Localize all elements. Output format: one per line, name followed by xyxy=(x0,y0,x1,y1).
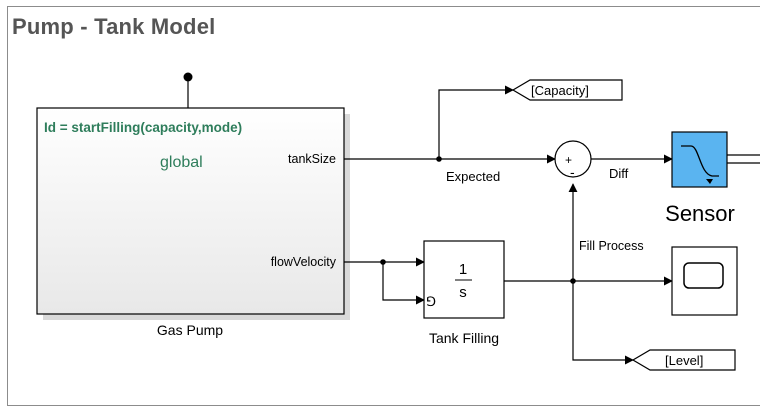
signal-label-diff: Diff xyxy=(609,166,629,181)
level-goto-tag: [Level] xyxy=(665,353,703,368)
sensor-block[interactable] xyxy=(671,131,728,188)
model-canvas: Pump - Tank Model Id = startFilling(capa… xyxy=(7,6,760,406)
chart-function-signature: Id = startFilling(capacity,mode) xyxy=(44,120,242,135)
level-goto-block[interactable]: [Level] xyxy=(631,349,736,371)
integrator-numerator: 1 xyxy=(459,261,467,278)
diagram-svg: Id = startFilling(capacity,mode) global … xyxy=(36,72,760,371)
sensor-output-bus[interactable] xyxy=(727,154,760,164)
branch-point xyxy=(380,259,386,265)
scope-screen-icon xyxy=(683,262,724,289)
scope-block[interactable] xyxy=(671,246,738,316)
integrator-denominator: s xyxy=(459,284,467,301)
chart-scope-text: global xyxy=(160,154,203,171)
signal-label-expected: Expected xyxy=(446,169,500,184)
sum-block[interactable]: + - xyxy=(554,140,592,180)
capacity-goto-block[interactable]: [Capacity] xyxy=(511,79,623,101)
port-label-flow-velocity: flowVelocity xyxy=(271,255,337,269)
fill-process-line[interactable] xyxy=(504,183,673,365)
tank-filling-label: Tank Filling xyxy=(429,330,499,346)
sum-plus-sign: + xyxy=(565,153,572,167)
branch-point xyxy=(570,278,576,284)
capacity-goto-tag: [Capacity] xyxy=(531,83,589,98)
gas-pump-label: Gas Pump xyxy=(157,322,223,338)
reset-trigger-icon: ⅁ xyxy=(426,294,436,309)
flow-velocity-line[interactable] xyxy=(344,257,425,305)
gas-pump-block[interactable]: Id = startFilling(capacity,mode) global … xyxy=(36,107,350,320)
expected-signal-line[interactable] xyxy=(344,85,556,164)
trigger-port[interactable] xyxy=(183,72,193,109)
sensor-label: Sensor xyxy=(665,201,735,226)
transfer-curve-icon xyxy=(681,145,719,177)
port-label-tank-size: tankSize xyxy=(288,152,336,166)
signal-label-fill-process: Fill Process xyxy=(579,239,644,253)
model-title: Pump - Tank Model xyxy=(12,14,216,39)
sum-minus-sign: - xyxy=(570,164,575,180)
tank-filling-integrator[interactable]: 1 s ⅁ xyxy=(423,240,505,319)
branch-point xyxy=(436,156,442,162)
